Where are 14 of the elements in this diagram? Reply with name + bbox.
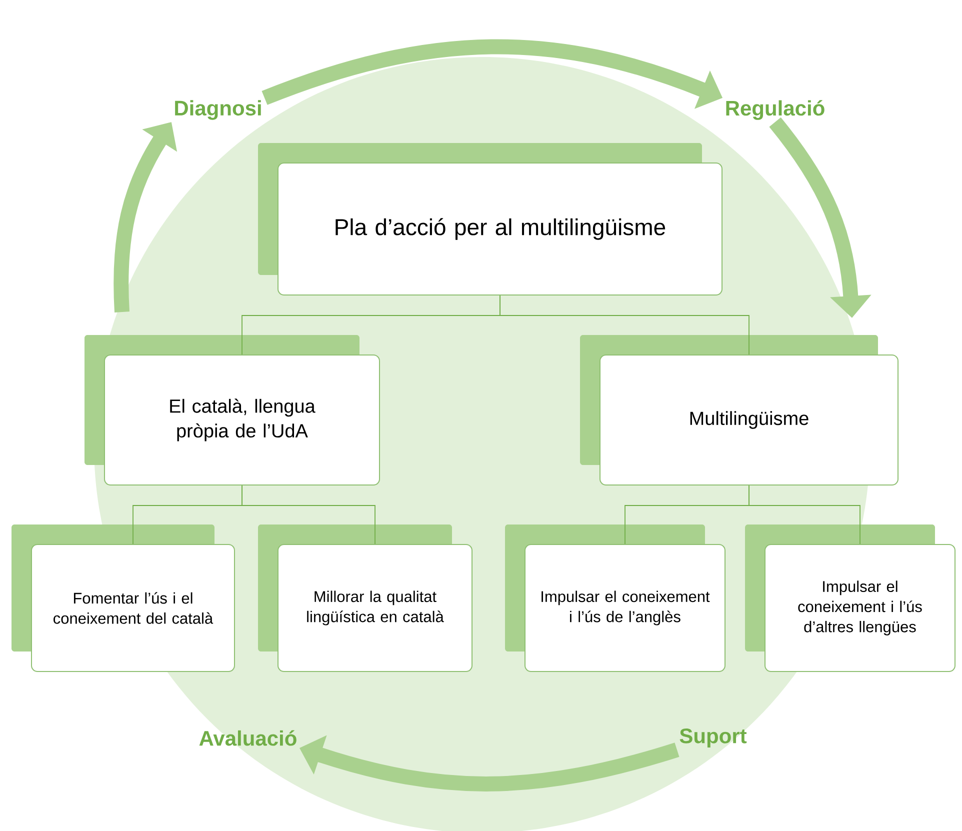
stage-label: Suport [680,728,747,748]
connector-line [242,485,376,544]
stage-label: Avaluació [199,730,296,746]
process-box: Impulsar el coneixement i l’ús de l’anglès [505,524,726,672]
process-box: Fomentar l’ús i el coneixement del català [12,524,235,672]
process-box: Millorar la qualitat lingüística en català [258,524,472,672]
connector-line [748,485,860,544]
process-box: El català, llengua pròpia de l’UdA [84,335,380,486]
stage-label: Diagnosi [175,100,261,120]
process-box: Multilingüisme [580,335,898,486]
connector-line [500,295,750,355]
process-box: Pla d’acció per al multilingüisme [258,143,722,296]
process-box: Impulsar el coneixement i l’ús d’altres llengües [745,524,956,672]
stage-label: Regulació [726,100,824,120]
